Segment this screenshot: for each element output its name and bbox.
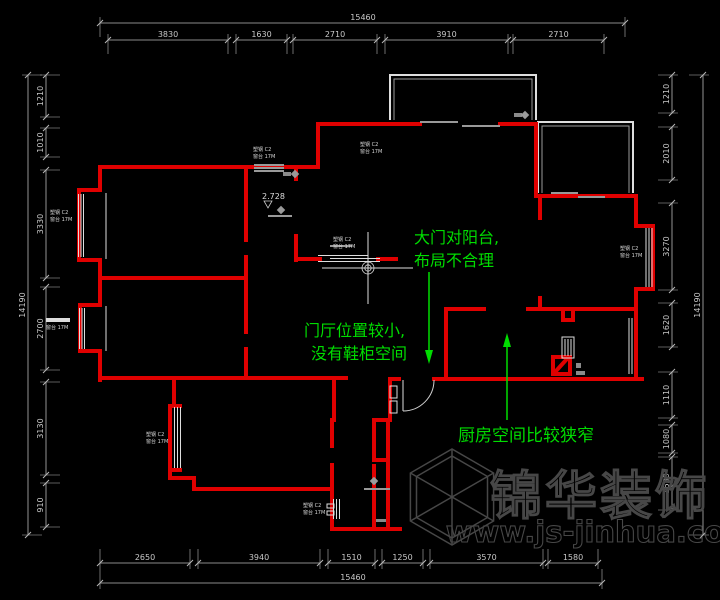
- svg-text:3830: 3830: [158, 30, 178, 39]
- note-foyer-line1: 门厅位置较小,: [304, 321, 405, 340]
- level-marks: 2.728: [262, 192, 285, 201]
- svg-text:15460: 15460: [340, 573, 365, 582]
- svg-text:塑钢 C2: 塑钢 C2: [146, 431, 164, 438]
- svg-text:1080: 1080: [662, 429, 671, 449]
- svg-text:3940: 3940: [249, 553, 269, 562]
- svg-text:窗台 17M: 窗台 17M: [46, 324, 68, 331]
- watermark-logo-cube: [409, 448, 495, 546]
- svg-text:2700: 2700: [36, 318, 45, 338]
- windows-and-doors: [78, 193, 653, 519]
- svg-text:2710: 2710: [325, 30, 345, 39]
- svg-text:3330: 3330: [36, 214, 45, 234]
- svg-text:14190: 14190: [18, 292, 27, 317]
- svg-text:窗台 17M: 窗台 17M: [50, 216, 72, 223]
- svg-text:塑钢 C2: 塑钢 C2: [253, 146, 271, 153]
- svg-text:3270: 3270: [662, 236, 671, 256]
- note-foyer-line2: 没有鞋柜空间: [311, 344, 407, 363]
- svg-text:1580: 1580: [563, 553, 583, 562]
- svg-text:塑钢 C2: 塑钢 C2: [333, 236, 351, 243]
- svg-text:15460: 15460: [350, 13, 375, 22]
- dimension-lines: 15460 3830 1630 2710 3910 2710 15460 2650 3940 15…: [18, 13, 709, 589]
- svg-text:1210: 1210: [36, 86, 45, 106]
- svg-text:3130: 3130: [36, 418, 45, 438]
- note-door-balcony-line2: 布局不合理: [414, 251, 494, 270]
- svg-text:塑钢 C2: 塑钢 C2: [620, 245, 638, 252]
- svg-text:2010: 2010: [662, 143, 671, 163]
- svg-text:1010: 1010: [36, 132, 45, 152]
- balcony-outlines: [389, 74, 634, 193]
- svg-text:910: 910: [36, 497, 45, 512]
- svg-text:2710: 2710: [548, 30, 568, 39]
- watermark-brand-text: 锦华装饰: [490, 467, 710, 527]
- svg-text:1250: 1250: [392, 553, 412, 562]
- level-value-text: 2.728: [262, 192, 285, 201]
- svg-text:1110: 1110: [662, 385, 671, 405]
- watermark: 锦华装饰 www.js-jinhua.com: [409, 448, 720, 550]
- watermark-url-text: www.js-jinhua.com: [446, 515, 720, 549]
- green-annotations: 大门对阳台, 布局不合理 门厅位置较小, 没有鞋柜空间 厨房空间比较狭窄: [304, 228, 594, 446]
- svg-text:1510: 1510: [341, 553, 361, 562]
- svg-text:1630: 1630: [662, 473, 671, 493]
- svg-text:塑钢 C2: 塑钢 C2: [360, 141, 378, 148]
- svg-text:14190: 14190: [693, 292, 702, 317]
- svg-text:塑钢 C2: 塑钢 C2: [303, 502, 321, 509]
- svg-text:3570: 3570: [476, 553, 496, 562]
- svg-text:1210: 1210: [662, 84, 671, 104]
- svg-text:窗台 17M: 窗台 17M: [333, 243, 355, 250]
- note-door-balcony-line1: 大门对阳台,: [414, 228, 499, 247]
- note-kitchen: 厨房空间比较狭窄: [458, 426, 594, 446]
- svg-text:2650: 2650: [135, 553, 155, 562]
- svg-text:窗台 17M: 窗台 17M: [360, 148, 382, 155]
- svg-text:窗台 17M: 窗台 17M: [620, 252, 642, 259]
- svg-text:3910: 3910: [436, 30, 456, 39]
- svg-text:窗台 17M: 窗台 17M: [253, 153, 275, 160]
- svg-text:窗台 17M: 窗台 17M: [303, 509, 325, 516]
- svg-text:1620: 1620: [662, 315, 671, 335]
- svg-text:窗台 17M: 窗台 17M: [146, 438, 168, 445]
- red-walls: [77, 122, 655, 531]
- svg-text:1630: 1630: [251, 30, 271, 39]
- svg-text:塑钢 C2: 塑钢 C2: [50, 209, 68, 216]
